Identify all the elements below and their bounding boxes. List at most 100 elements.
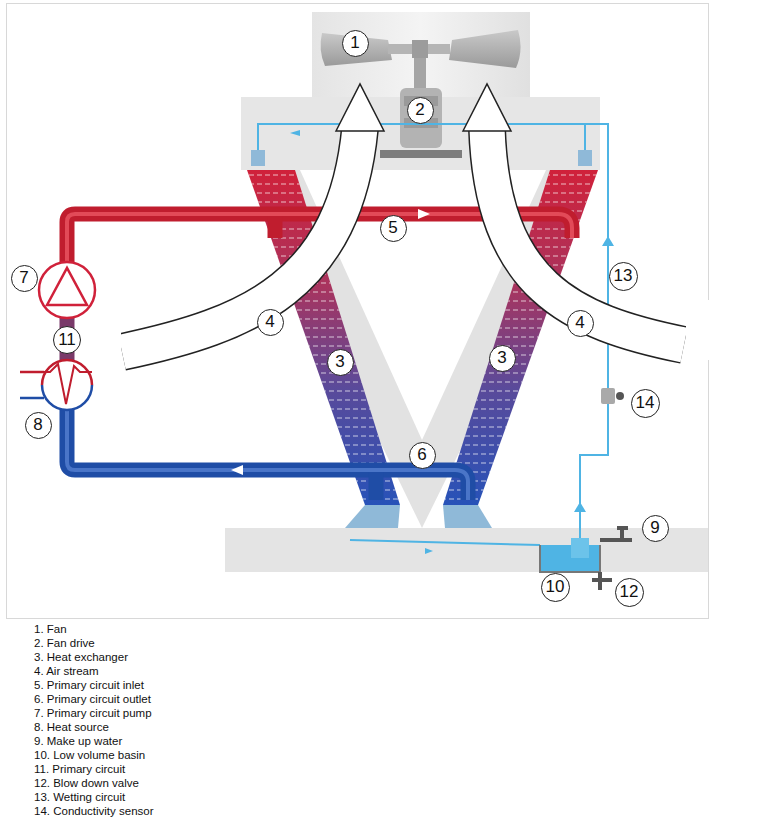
fan-drive xyxy=(400,88,442,148)
air-stream xyxy=(100,84,710,370)
air-stream xyxy=(336,84,384,131)
legend-item: 12. Blow down valve xyxy=(20,776,154,790)
conductivity-sensor xyxy=(616,392,624,400)
frame xyxy=(7,4,709,619)
callout-text: 1 xyxy=(350,33,359,53)
callout-number: 13 xyxy=(609,262,638,291)
fan-drive xyxy=(380,150,462,158)
primary-circuit xyxy=(231,465,243,475)
callout-text: 3 xyxy=(497,348,506,368)
legend-item: 5. Primary circuit inlet xyxy=(20,678,154,692)
heat-source xyxy=(40,364,92,404)
callout-text: 7 xyxy=(19,268,28,288)
air-stream xyxy=(122,128,360,352)
callout-text: 2 xyxy=(415,100,424,120)
make-up-valve xyxy=(617,526,628,530)
callout-number: 4 xyxy=(257,309,284,336)
wetting-circuit xyxy=(578,150,592,166)
legend-item: 11. Primary circuit xyxy=(20,762,154,776)
basin xyxy=(540,545,600,572)
blow-down-valve xyxy=(592,578,612,582)
heat-exchanger xyxy=(443,505,492,528)
legend-item: 10. Low volume basin xyxy=(20,748,154,762)
pump xyxy=(39,262,95,318)
make-up-valve xyxy=(620,530,624,540)
air-stream xyxy=(487,128,684,345)
basin xyxy=(540,538,600,572)
wetting-circuit xyxy=(350,540,540,545)
legend-item: 6. Primary circuit outlet xyxy=(20,692,154,706)
legend-item: 13. Wetting circuit xyxy=(20,790,154,804)
wetting-circuit xyxy=(251,124,614,554)
heat-exchanger xyxy=(345,505,400,528)
wetting-circuit xyxy=(425,548,433,554)
fan xyxy=(412,40,428,58)
callout-text: 11 xyxy=(58,330,76,350)
legend-item: 4. Air stream xyxy=(20,664,154,678)
callout-text: 3 xyxy=(335,352,344,372)
legend-item: 7. Primary circuit pump xyxy=(20,706,154,720)
wetting-circuit xyxy=(584,124,586,150)
wetting-circuit xyxy=(251,150,265,166)
callout-number: 3 xyxy=(327,349,354,376)
callout-number: 8 xyxy=(25,412,52,439)
air-stream xyxy=(463,84,511,131)
make-up-valve xyxy=(600,538,632,542)
callout-number: 3 xyxy=(489,345,516,372)
callout-text: 12 xyxy=(620,582,639,602)
callout-number: 7 xyxy=(11,265,38,292)
fan-drive xyxy=(380,58,462,158)
tower-housing xyxy=(225,528,708,572)
wetting-circuit xyxy=(574,502,586,512)
wetting-circuit xyxy=(602,236,614,246)
callout-text: 13 xyxy=(614,266,633,286)
fan-drive xyxy=(414,58,426,88)
callout-number: 9 xyxy=(642,515,669,542)
primary-circuit xyxy=(268,214,283,238)
legend-item: 3. Heat exchanger xyxy=(20,650,154,664)
conductivity-sensor xyxy=(601,388,624,404)
callout-number: 10 xyxy=(541,573,570,602)
callout-number: 11 xyxy=(53,326,81,354)
tower-housing xyxy=(312,12,530,100)
callout-text: 10 xyxy=(546,577,565,597)
frame xyxy=(7,4,709,619)
pump xyxy=(47,268,87,305)
callout-text: 4 xyxy=(265,312,274,332)
fan xyxy=(321,33,392,66)
wetting-circuit xyxy=(258,124,608,545)
legend-item: 2. Fan drive xyxy=(20,636,154,650)
air-stream xyxy=(100,320,121,370)
blow-down-valve xyxy=(592,572,612,590)
callout-number: 5 xyxy=(380,215,407,242)
basin xyxy=(571,538,589,558)
conductivity-sensor xyxy=(601,388,615,404)
legend-item: 9. Make up water xyxy=(20,734,154,748)
primary-circuit xyxy=(67,410,468,500)
callout-number: 1 xyxy=(342,30,369,57)
legend-item: 14. Conductivity sensor xyxy=(20,804,154,818)
heat-source xyxy=(20,397,44,400)
air-stream xyxy=(487,128,684,345)
primary-circuit xyxy=(369,470,384,500)
air-stream xyxy=(122,128,360,352)
legend-item: 1. Fan xyxy=(20,622,154,636)
heat-source xyxy=(20,360,92,410)
callout-text: 14 xyxy=(636,393,655,413)
callout-text: 4 xyxy=(575,313,584,333)
callout-number: 14 xyxy=(631,389,660,418)
callout-text: 9 xyxy=(650,518,659,538)
callout-number: 2 xyxy=(407,97,434,124)
wetting-circuit xyxy=(290,130,300,136)
callout-number: 6 xyxy=(409,442,436,469)
legend-item: 8. Heat source xyxy=(20,720,154,734)
callout-text: 6 xyxy=(417,445,426,465)
callout-number: 12 xyxy=(615,578,644,607)
fan xyxy=(449,30,521,68)
callout-text: 8 xyxy=(33,415,42,435)
callout-text: 5 xyxy=(388,218,397,238)
primary-circuit xyxy=(67,410,468,500)
callout-number: 4 xyxy=(567,310,594,337)
pump xyxy=(39,262,95,318)
air-stream xyxy=(686,300,710,360)
